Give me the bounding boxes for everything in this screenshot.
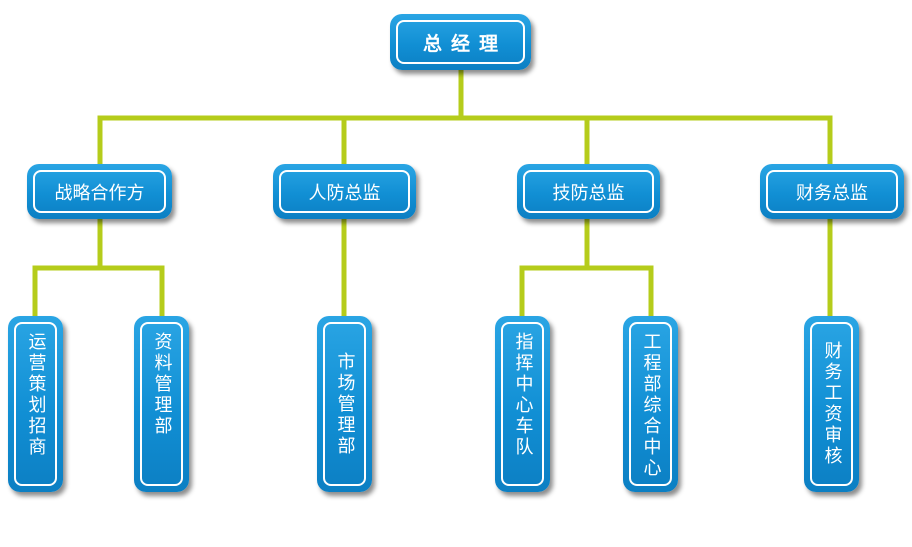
- root-node-label: 总经理: [422, 32, 507, 55]
- unit-node-operations-planning: 运营策划招商: [8, 316, 63, 492]
- unit-node-label: 财务工资审核: [821, 341, 843, 467]
- unit-node-command-center-fleet: 指挥中心车队: [495, 316, 550, 492]
- department-node-finance-director: 财务总监: [760, 164, 904, 219]
- root-node-general-manager: 总经理: [390, 14, 531, 70]
- unit-node-label: 工程部综合中心: [640, 332, 662, 479]
- department-node-label: 战略合作方: [54, 182, 145, 204]
- unit-node-market-management: 市场管理部: [317, 316, 372, 492]
- unit-node-label: 指挥中心车队: [512, 332, 534, 458]
- department-node-technical-defense-director: 技防总监: [517, 164, 660, 219]
- department-node-label: 人防总监: [308, 182, 381, 204]
- department-node-strategic-partner: 战略合作方: [27, 164, 172, 219]
- department-node-civil-defense-director: 人防总监: [273, 164, 416, 219]
- department-node-label: 财务总监: [796, 182, 868, 204]
- unit-node-label: 运营策划招商: [25, 332, 47, 458]
- unit-node-payroll-audit: 财务工资审核: [804, 316, 859, 492]
- unit-node-label: 市场管理部: [334, 351, 356, 457]
- unit-node-engineering-general-center: 工程部综合中心: [623, 316, 678, 492]
- department-node-label: 技防总监: [552, 182, 625, 204]
- unit-node-records-management: 资料管理部: [134, 316, 189, 492]
- unit-node-label: 资料管理部: [151, 332, 173, 437]
